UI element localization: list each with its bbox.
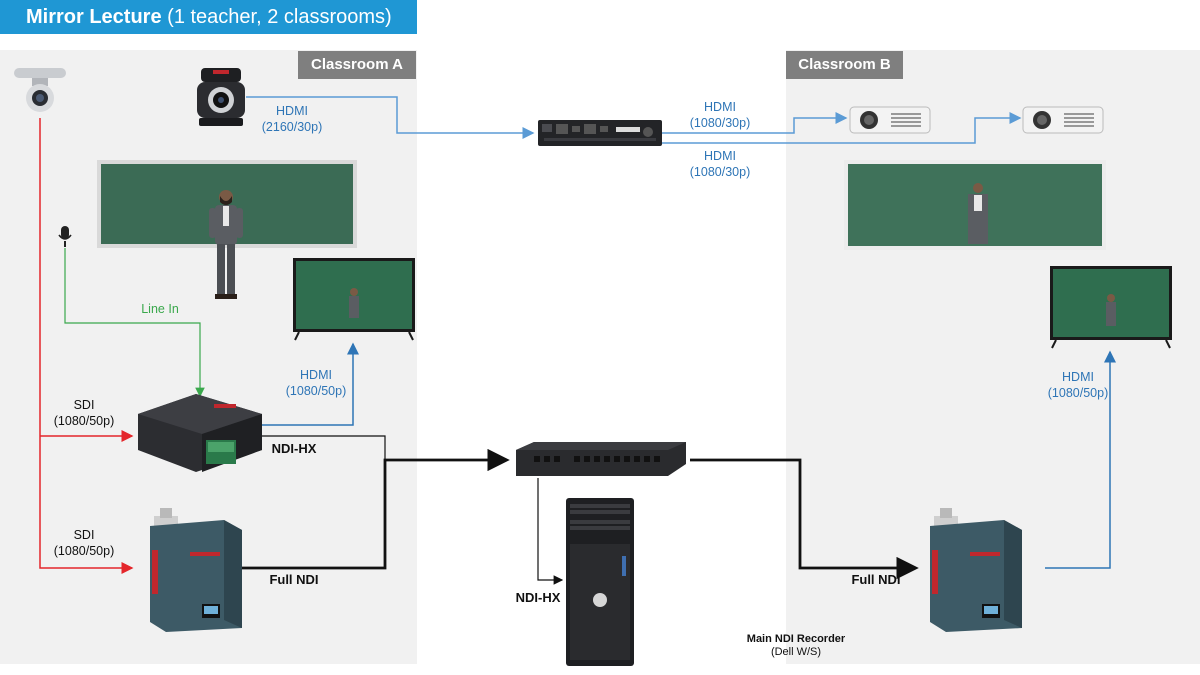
microphone-icon (58, 226, 72, 247)
ptz-ceiling-camera-icon (14, 68, 66, 112)
hdmi-projector1-wire (660, 112, 848, 134)
network-switch-icon (516, 442, 686, 476)
hdmi-tv-a-label: HDMI(1080/50p) (285, 368, 347, 398)
hdmi-projector1-label: HDMI(1080/30p) (689, 100, 751, 130)
hdmi-camera-label: HDMI(2160/30p) (261, 104, 323, 134)
hdmi-projector2-wire (660, 112, 1022, 144)
full-ndi-b-wire (690, 458, 919, 580)
line-in-wire (64, 248, 205, 398)
switch-to-pc-wire (537, 478, 564, 585)
projector-1-icon (849, 106, 931, 134)
ndi-hx-encoder-icon (138, 394, 262, 472)
projector-2-icon (1022, 106, 1104, 134)
ndi-hx-pc-label: NDI-HX (515, 590, 561, 605)
classroom-b-label: Classroom B (786, 51, 903, 79)
full-ndi-b-label: Full NDI (851, 572, 901, 587)
ndi-hx-wire (262, 435, 386, 460)
sdi-wire (39, 118, 134, 574)
ndi-hx-a-label: NDI-HX (271, 441, 317, 456)
full-ndi-converter-a-icon (150, 508, 242, 632)
tv-b-icon (1050, 266, 1172, 349)
sdi-encoder-label: SDI(1080/50p) (53, 398, 115, 428)
full-ndi-converter-b-icon (930, 508, 1022, 632)
teacher-figure-icon (209, 190, 243, 299)
ptz-camera-icon (197, 68, 245, 126)
hdmi-tv-b-label: HDMI(1080/50p) (1047, 370, 1109, 400)
hdmi-tv-b-wire (1045, 350, 1116, 569)
hdmi-projector2-label: HDMI(1080/30p) (689, 149, 751, 179)
hdmi-tv-a-wire (262, 342, 359, 426)
chalkboard-b-icon (844, 160, 1106, 250)
classroom-a-label: Classroom A (298, 51, 416, 79)
full-ndi-a-label: Full NDI (269, 572, 319, 587)
hdmi-switcher-icon (538, 120, 662, 146)
full-ndi-a-wire (238, 448, 510, 570)
hdmi-camera-wire (246, 96, 535, 139)
dell-workstation-icon (566, 498, 634, 666)
recorder-label: Main NDI Recorder(Dell W/S) (746, 633, 846, 658)
tv-a-icon (293, 258, 415, 341)
line-in-label: Line In (141, 302, 179, 316)
sdi-converter-label: SDI(1080/50p) (53, 528, 115, 558)
page-title: Mirror Lecture (1 teacher, 2 classrooms) (0, 0, 417, 34)
